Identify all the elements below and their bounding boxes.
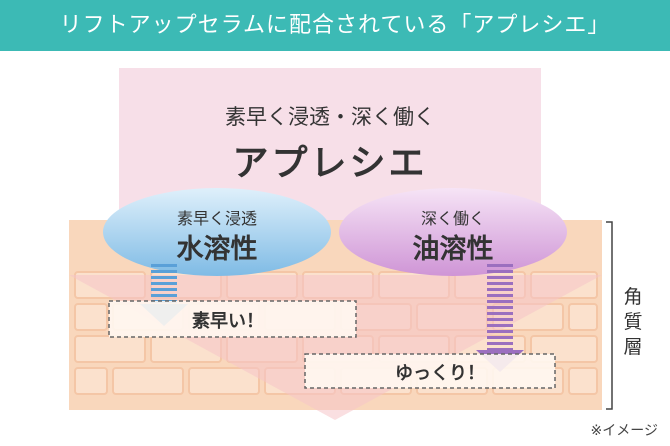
oil-soluble-oval [339, 188, 567, 276]
layer-label-char: 角 [623, 286, 643, 308]
water-soluble-oval [103, 188, 331, 276]
page-title: リフトアップセラムに配合されている「アプレシエ」 [0, 0, 670, 51]
image-footnote: ※イメージ [590, 423, 658, 439]
water-soluble-name: 水溶性 [176, 234, 258, 265]
oil-soluble-tagline: 深く働く [420, 209, 485, 228]
layer-bracket [606, 221, 613, 410]
stratum-corneum-label: 角 質 層 [618, 285, 648, 360]
layer-label-char: 質 [623, 311, 643, 333]
slow-result-box [304, 353, 556, 389]
slow-result-label: ゆっくり！ [395, 363, 485, 384]
fast-result-label: 素早い！ [192, 311, 264, 332]
oil-arrow-shaft [487, 262, 513, 350]
ingredient-subtitle: 素早く浸透・深く働く [225, 105, 435, 129]
layer-label-char: 層 [623, 336, 643, 358]
water-soluble-tagline: 素早く浸透 [176, 209, 257, 228]
water-arrow-shaft [151, 262, 177, 304]
ingredient-name: アプレシエ [232, 143, 428, 184]
fast-result-box [108, 300, 357, 338]
oil-soluble-name: 油溶性 [412, 234, 494, 265]
